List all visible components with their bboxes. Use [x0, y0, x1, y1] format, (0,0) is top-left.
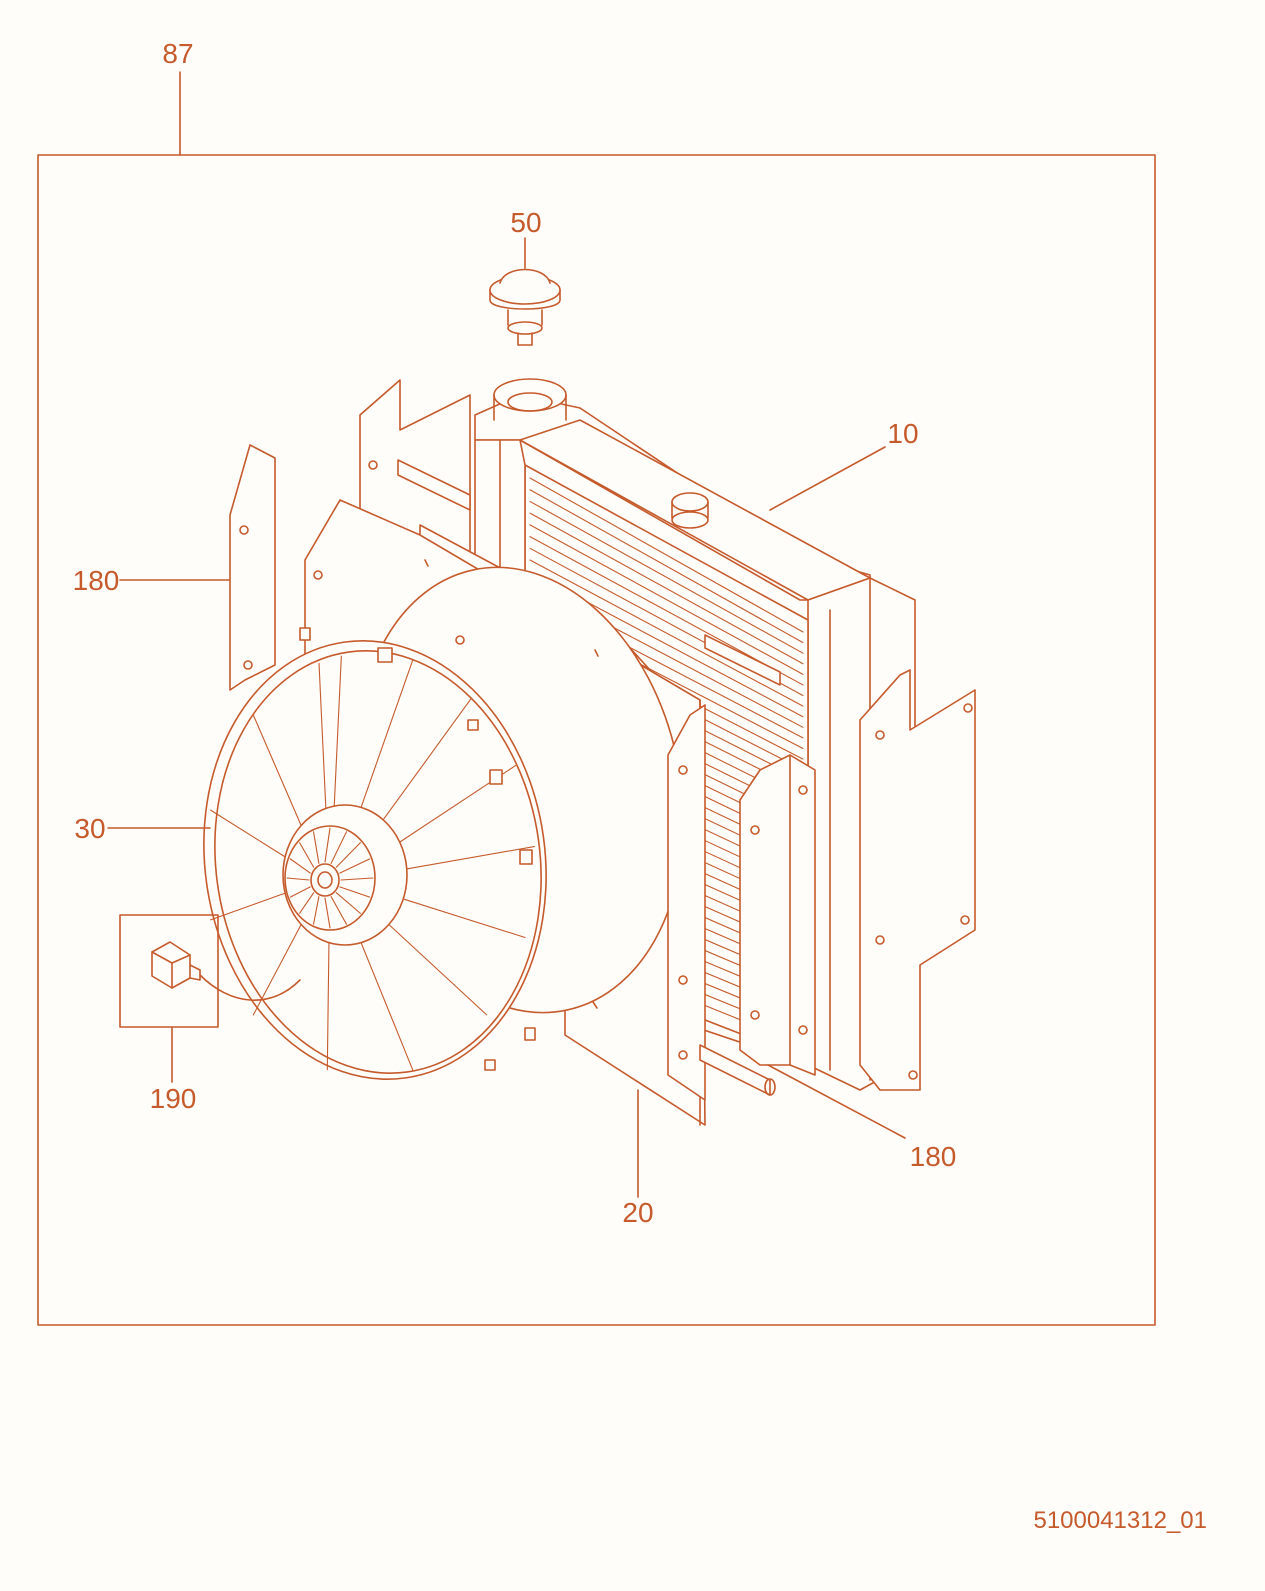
connector-detail — [119, 914, 301, 1083]
cooling-fan — [203, 627, 547, 1080]
callout-87: 87 — [162, 38, 193, 69]
right-mounting-bracket-front — [667, 704, 776, 1101]
callout-30: 30 — [74, 813, 105, 844]
right-side-bracket — [859, 669, 976, 1091]
callout-190: 190 — [150, 1083, 197, 1114]
callout-180-left: 180 — [73, 565, 120, 596]
callout-20: 20 — [622, 1197, 653, 1228]
left-mounting-bracket — [229, 444, 276, 691]
leader-10 — [769, 446, 886, 511]
callout-50: 50 — [510, 207, 541, 238]
document-number: 5100041312_01 — [1033, 1507, 1207, 1534]
callout-180-right: 180 — [910, 1141, 957, 1172]
leader-180-right — [767, 1064, 906, 1139]
assembly-frame — [37, 154, 1156, 1326]
callout-10: 10 — [887, 418, 918, 449]
right-mounting-bracket-rear — [739, 754, 816, 1076]
radiator-cap — [489, 237, 561, 346]
